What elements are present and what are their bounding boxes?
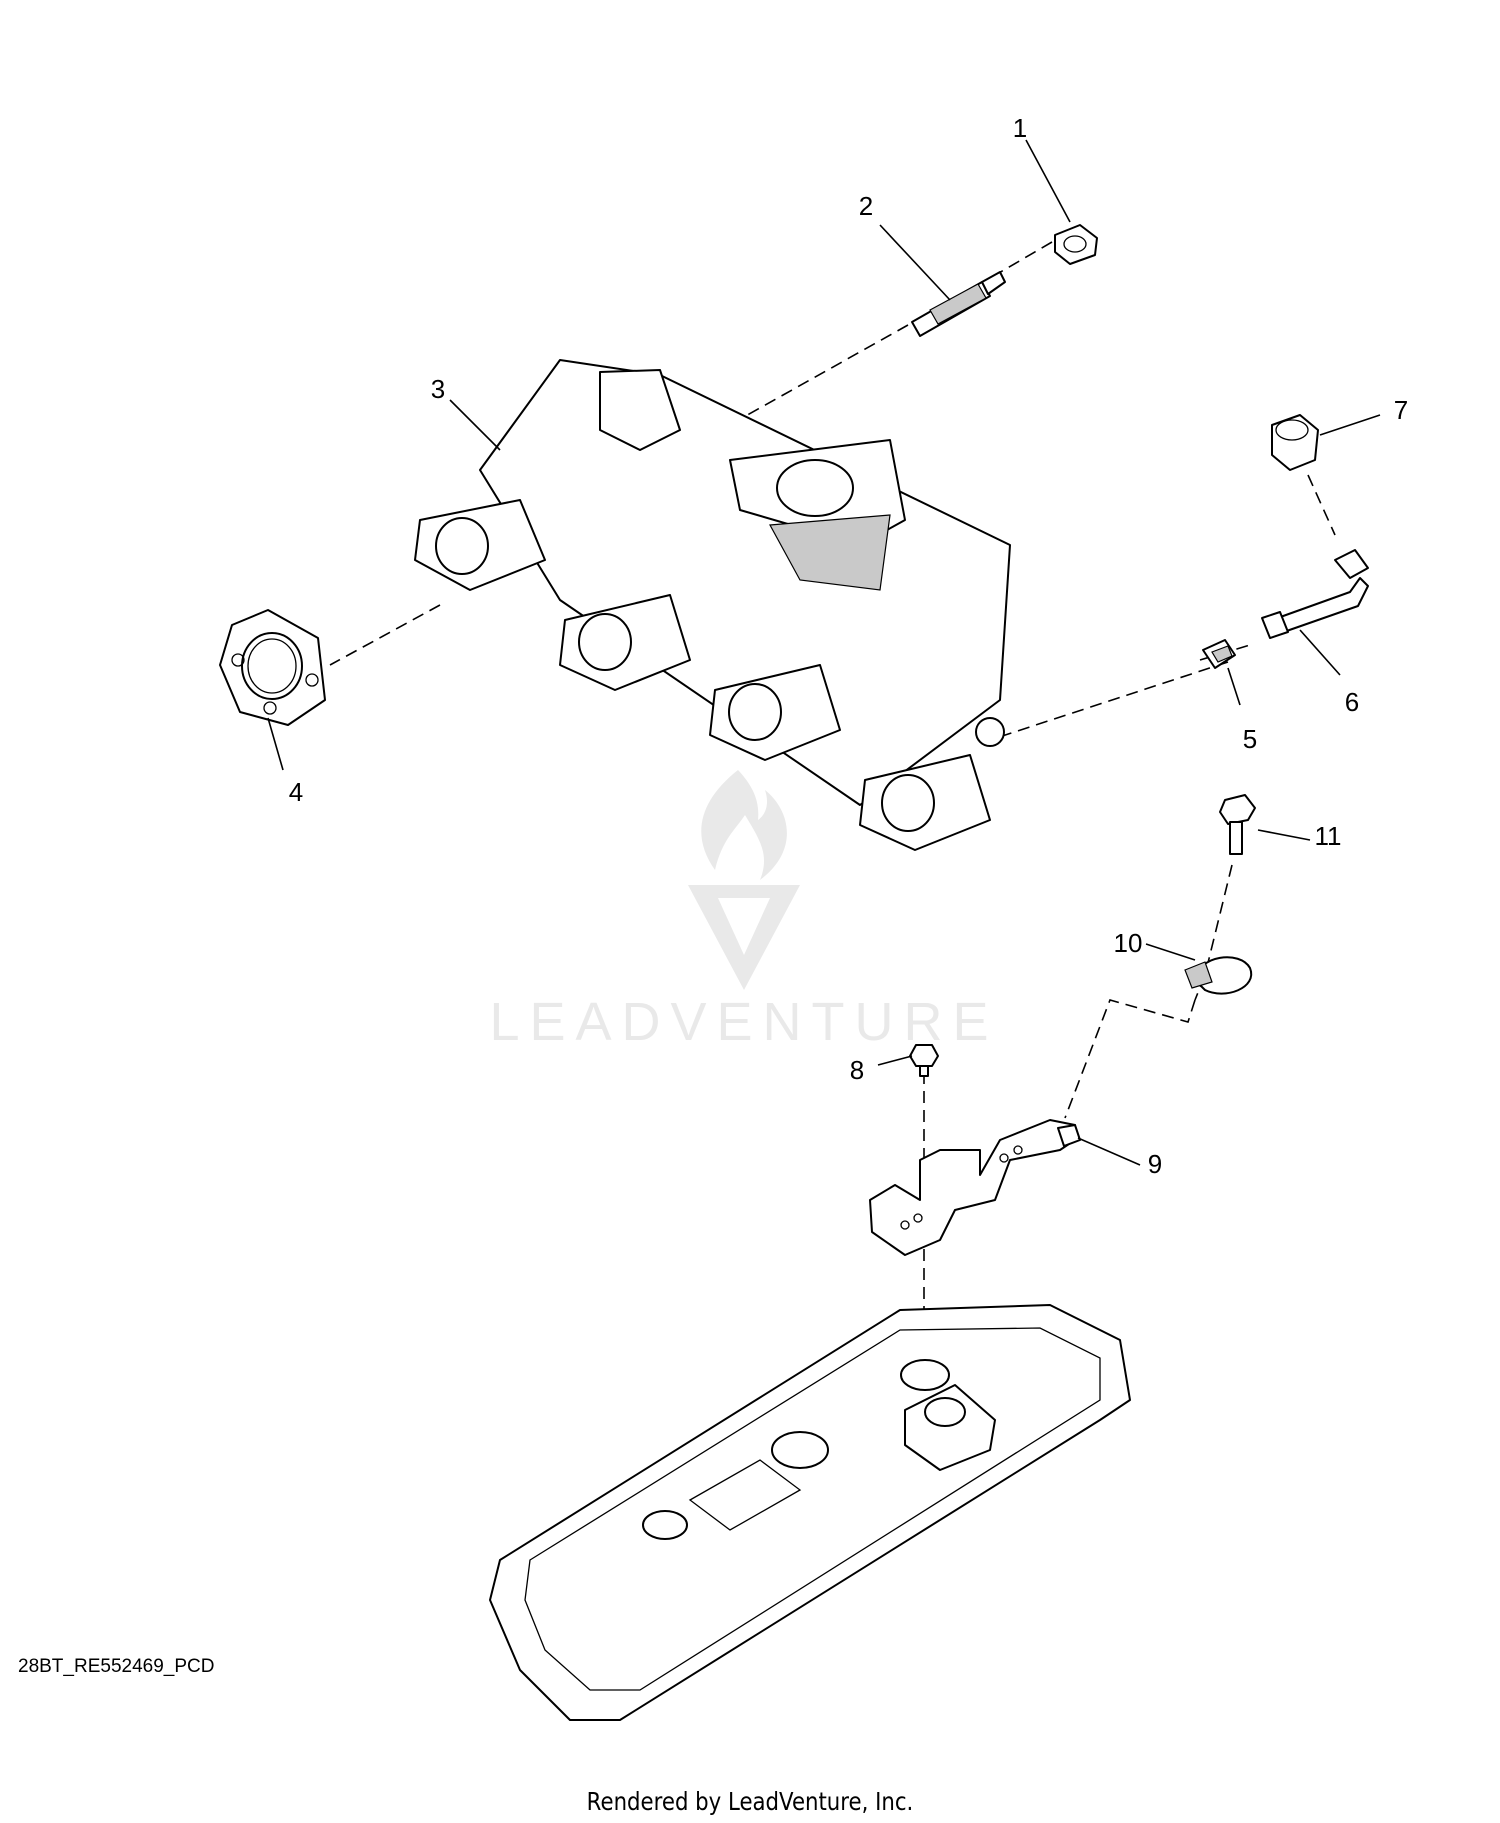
part-7-nut [1271,414,1319,471]
callout-8: 8 [850,1055,864,1085]
part-4-gasket [219,609,326,726]
watermark-text: LEADVENTURE [489,992,998,1052]
part-2-stud [911,271,1006,337]
render-credit: Rendered by LeadVenture, Inc. [586,1787,914,1816]
part-9-bracket [869,1119,1081,1256]
part-8-screw [909,1044,939,1077]
callout-4: 4 [289,777,303,807]
diagram-reference-id: 28BT_RE552469_PCD [18,1656,215,1677]
part-10-clamp [1184,956,1253,995]
leader-lines [267,139,1381,1166]
callout-5: 5 [1243,724,1257,754]
part-11-bolt [1219,794,1256,855]
callout-1: 1 [1013,113,1027,143]
callout-7: 7 [1394,395,1408,425]
callout-6: 6 [1345,687,1359,717]
flame-logo-icon [701,770,787,880]
callout-2: 2 [859,191,873,221]
valve-cover [489,1304,1131,1721]
leadventure-watermark: LEADVENTURE [489,770,998,1052]
v-logo-icon [688,885,800,990]
callout-11: 11 [1315,821,1342,851]
part-1-nut [1054,224,1098,265]
callout-3: 3 [431,374,445,404]
part-6-tube [1261,549,1369,639]
callout-labels: 1 2 3 4 5 6 7 8 9 10 11 [289,113,1408,1179]
part-3-exhaust-manifold [414,359,1011,851]
part-5-fitting [1202,639,1236,669]
callout-10: 10 [1114,928,1143,958]
callout-9: 9 [1148,1149,1162,1179]
